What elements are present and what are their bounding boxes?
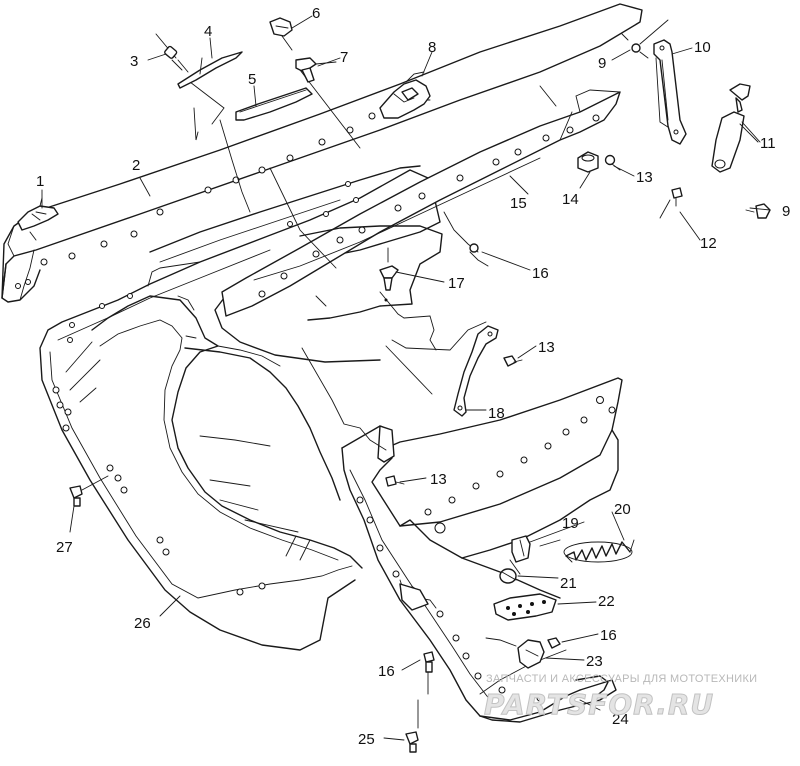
part-8-latch <box>379 71 431 119</box>
part-16-screw-a <box>469 243 489 267</box>
callout-14: 14 <box>562 191 579 208</box>
callout-4: 4 <box>204 23 212 40</box>
callout-19: 19 <box>562 515 579 532</box>
assembly-lines <box>171 19 683 729</box>
callout-10: 10 <box>694 39 711 56</box>
callout-11: 11 <box>760 135 776 152</box>
callout-15: 15 <box>510 195 527 212</box>
callout-24: 24 <box>612 711 629 728</box>
callout-7: 7 <box>340 49 348 66</box>
rear-rail <box>1 3 643 303</box>
part-19-bracket <box>511 535 531 563</box>
callout-8: 8 <box>428 39 436 56</box>
part-18-strut <box>453 325 499 417</box>
part-16-screw-b <box>547 637 561 649</box>
callout-16-left: 16 <box>378 663 395 680</box>
callout-3: 3 <box>130 53 138 70</box>
part-25-bolt <box>405 731 419 753</box>
callout-13-middle: 13 <box>538 339 555 356</box>
callout-20: 20 <box>614 501 631 518</box>
callout-27: 27 <box>56 539 73 556</box>
part-20-spring <box>563 539 635 563</box>
part-13-nut-c <box>385 475 405 487</box>
watermark-tagline: ЗАПЧАСТИ И АКСЕССУАРЫ ДЛЯ МОТОТЕХНИКИ <box>486 673 757 685</box>
part-10-bracket <box>653 39 687 145</box>
callout-labels: 1 2 3 4 5 6 7 8 9 9 10 11 12 13 13 13 14… <box>36 5 790 748</box>
part-3-bolt <box>155 33 189 73</box>
callout-13-top: 13 <box>636 169 653 186</box>
right-side-panel <box>341 377 623 723</box>
part-14-grommet <box>577 151 599 173</box>
part-6-cap <box>269 17 293 51</box>
part-21-plug <box>499 568 517 584</box>
callout-25: 25 <box>358 731 375 748</box>
part-4-strip <box>177 51 243 89</box>
part-17-rivet <box>379 247 399 302</box>
part-1-clip <box>17 197 59 241</box>
part-22-plate <box>493 593 557 621</box>
part-24-lip <box>575 675 609 707</box>
watermark-brand: PARTSFOR.RU <box>484 688 714 721</box>
callout-5: 5 <box>248 71 256 88</box>
side-rail <box>221 89 621 317</box>
part-27-screw <box>69 475 109 507</box>
callout-2: 2 <box>132 157 140 174</box>
callout-leaders <box>41 15 771 741</box>
watermark: ЗАПЧАСТИ И АКСЕССУАРЫ ДЛЯ МОТОТЕХНИКИ PA… <box>484 673 758 722</box>
belly-pan-shell <box>39 169 441 651</box>
part-23-clamp <box>517 639 545 669</box>
callout-9-bottom: 9 <box>782 203 790 220</box>
callout-13-lower: 13 <box>430 471 447 488</box>
center-sub-panel <box>299 225 443 321</box>
callout-16-right: 16 <box>600 627 617 644</box>
callout-17: 17 <box>448 275 465 292</box>
part-9-bolt-bottom <box>745 203 771 219</box>
part-12-bolt <box>659 187 683 219</box>
part-13-nut-a <box>604 154 621 171</box>
callout-23: 23 <box>586 653 603 670</box>
callout-26: 26 <box>134 615 151 632</box>
callout-21: 21 <box>560 575 577 592</box>
part-7-rivet <box>295 57 337 83</box>
callout-18: 18 <box>488 405 505 422</box>
part-5-foam <box>235 87 313 121</box>
callout-16-upper: 16 <box>532 265 549 282</box>
upper-cross-panel <box>149 165 421 263</box>
part-11-hinge <box>711 83 761 173</box>
callout-1: 1 <box>36 173 44 190</box>
callout-22: 22 <box>598 593 615 610</box>
callout-6: 6 <box>312 5 320 22</box>
callout-9-top: 9 <box>598 55 606 72</box>
part-16-screw-c <box>423 651 435 673</box>
part-13-nut-b <box>503 355 523 367</box>
callout-12: 12 <box>700 235 717 252</box>
part-9-bolt-top <box>621 33 649 59</box>
